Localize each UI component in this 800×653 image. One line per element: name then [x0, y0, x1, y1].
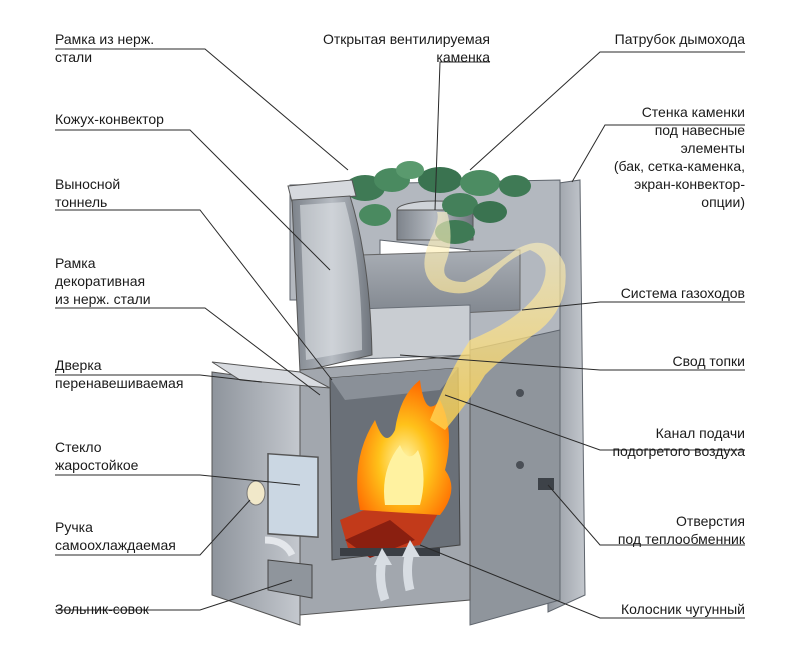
label-frame-steel: Рамка из нерж.стали [55, 31, 155, 65]
air-arrows [264, 536, 420, 602]
firebox [329, 367, 461, 561]
label-ash-pan: Зольник-совок [55, 601, 149, 617]
convector-casing-panel [291, 195, 373, 373]
gas-flow [424, 212, 566, 430]
label-firebox-vault: Свод топки [672, 353, 746, 369]
leader-lines [55, 48, 745, 619]
label-chimney-pipe: Патрубок дымохода [614, 31, 745, 47]
label-grate: Колосник чугунный [620, 601, 745, 617]
label-flue-system: Система газоходов [620, 285, 745, 301]
label-convector-casing: Кожух-конвектор [55, 111, 164, 127]
